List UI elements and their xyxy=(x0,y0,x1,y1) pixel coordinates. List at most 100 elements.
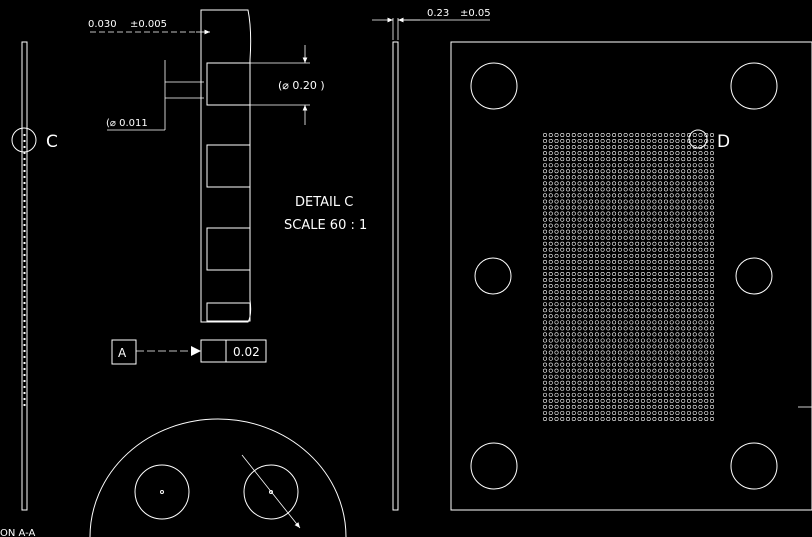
grid-hole xyxy=(606,404,611,409)
grid-hole xyxy=(629,199,634,204)
grid-hole xyxy=(600,181,605,186)
grid-hole xyxy=(589,284,594,289)
grid-hole xyxy=(681,374,686,379)
grid-hole xyxy=(709,344,714,349)
grid-hole xyxy=(617,259,622,264)
grid-hole xyxy=(566,350,571,355)
grid-hole xyxy=(663,344,668,349)
grid-hole xyxy=(583,259,588,264)
grid-hole xyxy=(571,211,576,216)
grid-hole xyxy=(629,169,634,174)
grid-hole xyxy=(583,229,588,234)
grid-hole xyxy=(600,151,605,156)
grid-hole xyxy=(669,199,674,204)
grid-hole xyxy=(686,211,691,216)
grid-hole xyxy=(658,271,663,276)
grid-hole xyxy=(571,253,576,258)
grid-hole xyxy=(606,169,611,174)
grid-hole xyxy=(692,241,697,246)
grid-hole xyxy=(669,296,674,301)
grid-hole xyxy=(554,163,559,168)
grid-hole xyxy=(548,181,553,186)
grid-hole xyxy=(652,374,657,379)
grid-hole xyxy=(635,374,640,379)
grid-hole xyxy=(554,362,559,367)
grid-hole xyxy=(704,380,709,385)
grid-hole xyxy=(606,410,611,415)
grid-hole xyxy=(577,205,582,210)
grid-hole xyxy=(709,368,714,373)
grid-hole xyxy=(709,253,714,258)
grid-hole xyxy=(629,265,634,270)
grid-hole xyxy=(542,157,547,162)
grid-hole xyxy=(658,247,663,252)
grid-hole xyxy=(669,392,674,397)
grid-hole xyxy=(652,416,657,421)
grid-hole xyxy=(658,386,663,391)
grid-hole xyxy=(566,278,571,283)
grid-hole xyxy=(554,241,559,246)
grid-hole xyxy=(612,320,617,325)
grid-hole xyxy=(566,139,571,144)
grid-hole xyxy=(629,410,634,415)
grid-hole xyxy=(606,247,611,252)
grid-hole xyxy=(635,314,640,319)
grid-hole xyxy=(681,235,686,240)
grid-hole xyxy=(566,314,571,319)
grid-hole xyxy=(583,241,588,246)
grid-hole xyxy=(709,247,714,252)
grid-hole xyxy=(548,398,553,403)
grid-hole xyxy=(669,326,674,331)
grid-hole xyxy=(681,314,686,319)
section-outline-arc xyxy=(89,418,347,537)
strip-hole-mark xyxy=(23,338,26,340)
grid-hole xyxy=(606,199,611,204)
strip-hole-mark xyxy=(23,230,26,232)
grid-hole xyxy=(663,362,668,367)
grid-hole xyxy=(577,284,582,289)
grid-hole xyxy=(548,271,553,276)
grid-hole xyxy=(686,145,691,150)
grid-hole xyxy=(629,157,634,162)
grid-hole xyxy=(704,163,709,168)
grid-hole xyxy=(675,181,680,186)
grid-hole xyxy=(566,187,571,192)
callout-c-label: C xyxy=(46,132,58,152)
grid-hole xyxy=(652,362,657,367)
grid-hole xyxy=(623,169,628,174)
grid-hole xyxy=(652,344,657,349)
grid-hole xyxy=(652,320,657,325)
grid-hole xyxy=(658,314,663,319)
grid-hole xyxy=(675,344,680,349)
grid-hole xyxy=(623,410,628,415)
grid-hole xyxy=(612,211,617,216)
grid-hole xyxy=(698,410,703,415)
grid-hole xyxy=(566,404,571,409)
grid-hole xyxy=(640,332,645,337)
grid-hole xyxy=(646,253,651,258)
grid-hole xyxy=(663,145,668,150)
grid-hole xyxy=(698,308,703,313)
grid-hole xyxy=(548,416,553,421)
grid-hole xyxy=(560,320,565,325)
grid-hole xyxy=(686,193,691,198)
grid-hole xyxy=(617,368,622,373)
plate-outline xyxy=(450,41,812,511)
grid-hole xyxy=(594,193,599,198)
grid-hole xyxy=(560,157,565,162)
grid-hole xyxy=(646,368,651,373)
grid-hole xyxy=(709,416,714,421)
grid-hole xyxy=(594,139,599,144)
grid-hole xyxy=(617,380,622,385)
grid-hole xyxy=(571,362,576,367)
grid-hole xyxy=(612,205,617,210)
grid-hole xyxy=(640,211,645,216)
grid-hole xyxy=(669,247,674,252)
grid-hole xyxy=(560,217,565,222)
grid-hole xyxy=(669,193,674,198)
grid-hole xyxy=(623,386,628,391)
grid-hole xyxy=(663,193,668,198)
grid-hole xyxy=(640,187,645,192)
grid-hole xyxy=(629,205,634,210)
grid-hole xyxy=(704,416,709,421)
